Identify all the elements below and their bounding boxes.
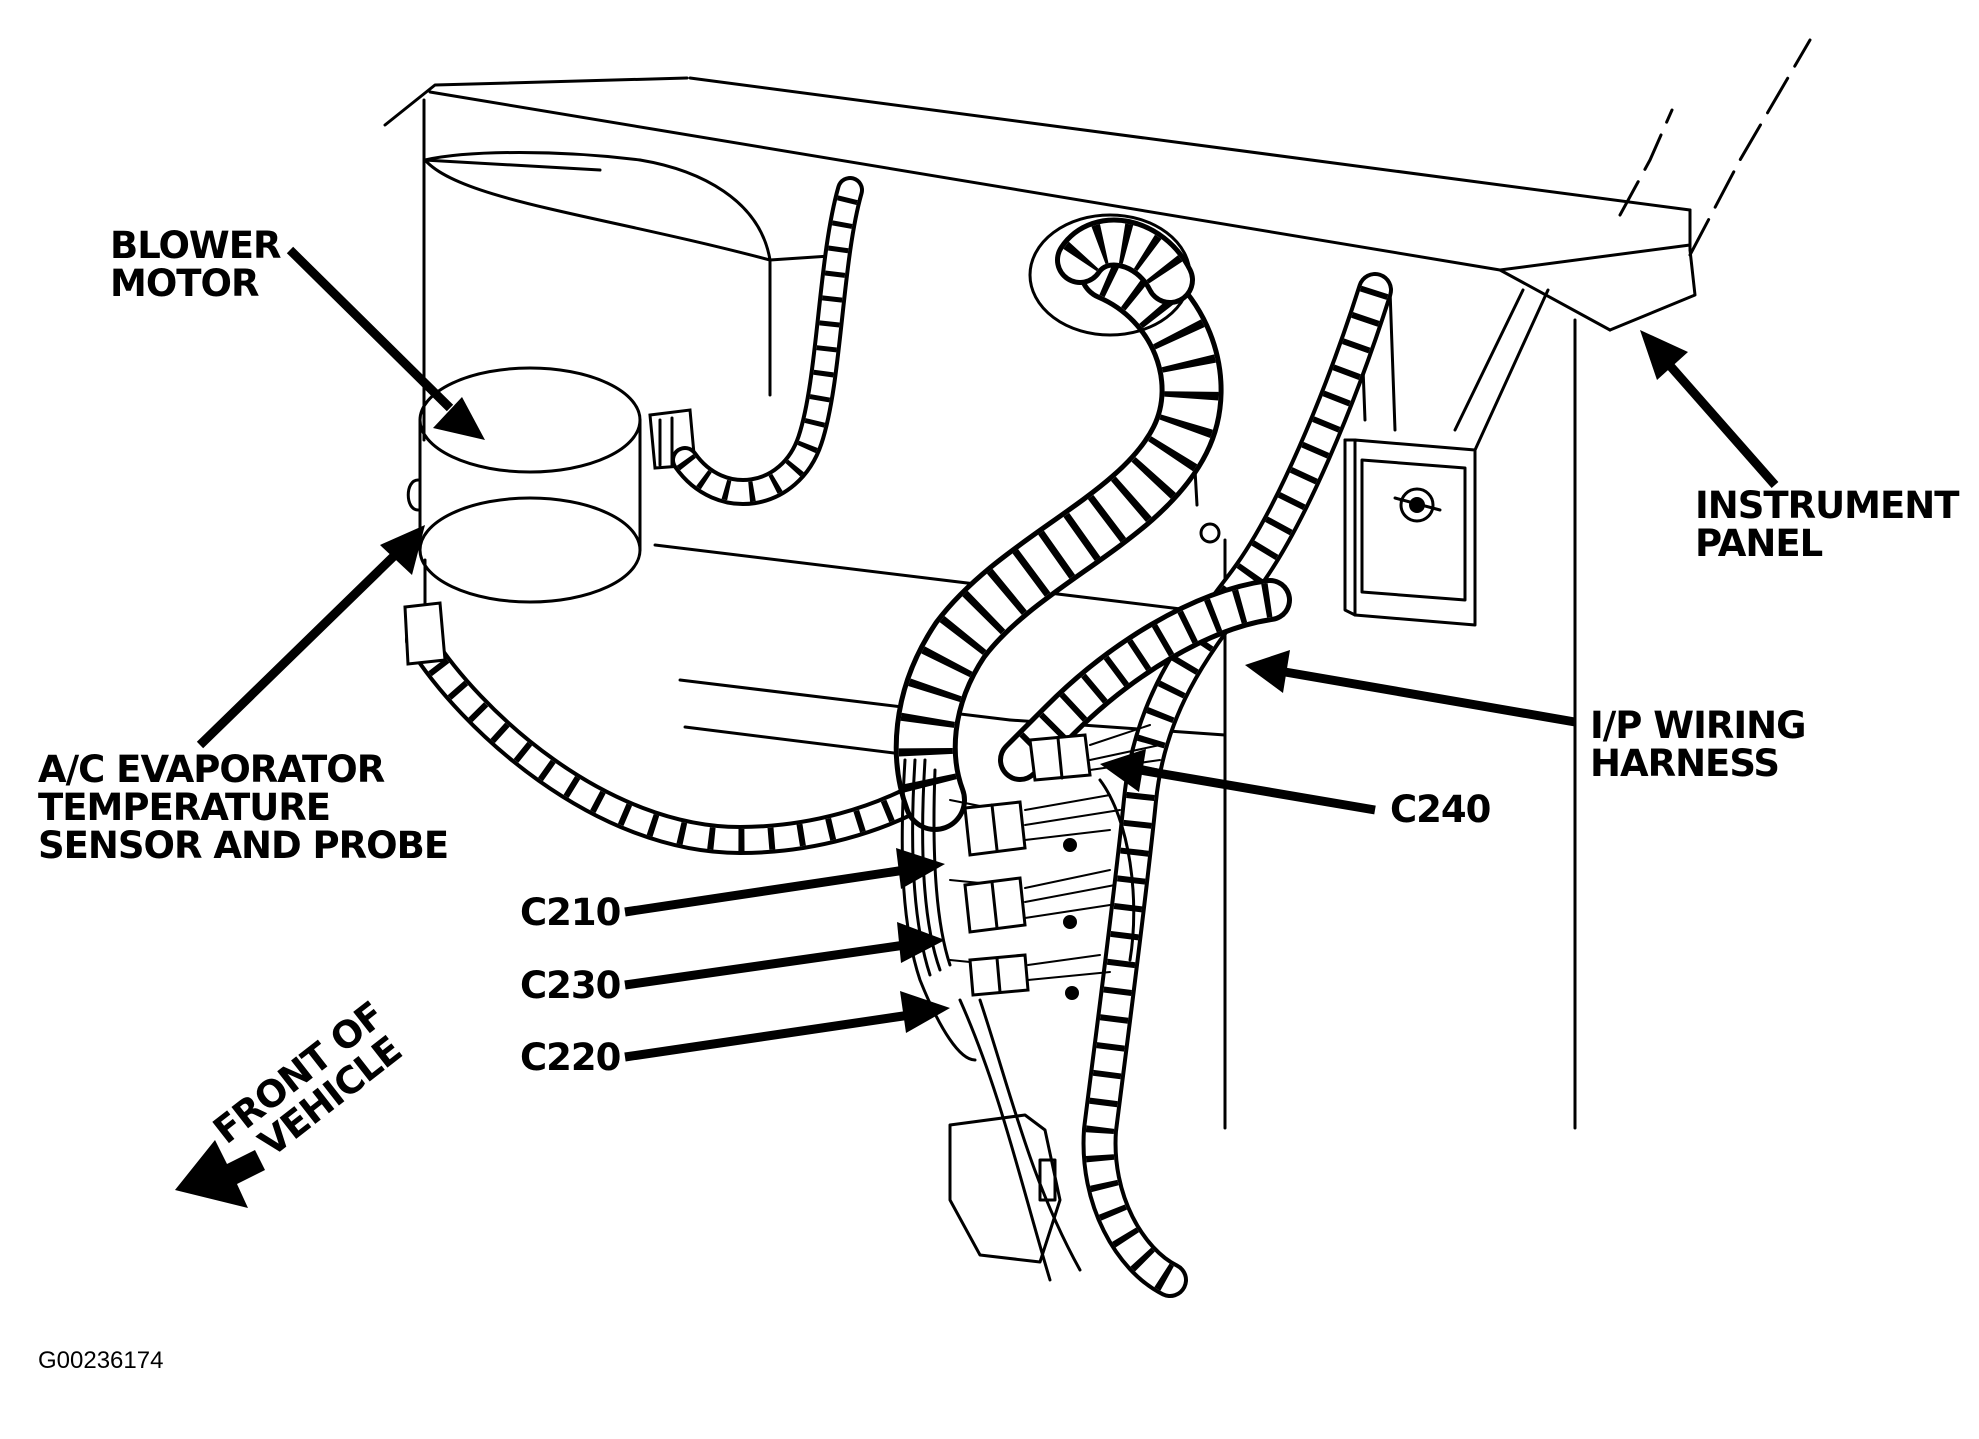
connector-c220 bbox=[968, 953, 1111, 1000]
connector-c240 bbox=[1028, 724, 1161, 782]
connector-blocks bbox=[403, 601, 1161, 1000]
arrow-ip-wiring-harness bbox=[1245, 650, 1576, 727]
label-blower-motor-line1: BLOWER bbox=[110, 224, 281, 267]
label-instrument-panel-line2: PANEL bbox=[1695, 522, 1823, 565]
arrow-ac-sensor bbox=[196, 525, 425, 749]
label-ip-wiring-line2: HARNESS bbox=[1590, 742, 1779, 785]
arrow-c230 bbox=[624, 922, 945, 990]
label-c220: C220 bbox=[520, 1036, 620, 1079]
label-c240: C240 bbox=[1390, 788, 1490, 831]
label-ac-sensor-line3: SENSOR AND PROBE bbox=[38, 824, 448, 867]
label-ip-wiring-line1: I/P WIRING bbox=[1590, 704, 1805, 747]
labels: BLOWER MOTOR INSTRUMENT PANEL A/C EVAPOR… bbox=[38, 224, 1961, 1374]
arrow-c220 bbox=[624, 991, 950, 1062]
front-of-vehicle-arrow bbox=[175, 1140, 265, 1208]
arrow-blower-motor bbox=[286, 246, 485, 440]
arrow-c210 bbox=[624, 848, 945, 917]
label-c230: C230 bbox=[520, 964, 620, 1007]
callout-arrows bbox=[175, 246, 1779, 1208]
instrument-panel-structure bbox=[383, 38, 1812, 1130]
label-blower-motor-line2: MOTOR bbox=[110, 262, 259, 305]
label-ac-sensor-line2: TEMPERATURE bbox=[38, 786, 330, 829]
connector-c230 bbox=[963, 869, 1116, 934]
arrow-instrument-panel bbox=[1640, 330, 1779, 488]
arrow-c240 bbox=[1100, 749, 1376, 815]
label-instrument-panel-line1: INSTRUMENT bbox=[1695, 484, 1960, 527]
label-ac-sensor-line1: A/C EVAPORATOR bbox=[38, 748, 385, 791]
figure-id: G00236174 bbox=[38, 1347, 163, 1374]
connector-c210 bbox=[963, 794, 1121, 857]
label-c210: C210 bbox=[520, 891, 620, 934]
wire-harness-bundles bbox=[405, 176, 1393, 1298]
